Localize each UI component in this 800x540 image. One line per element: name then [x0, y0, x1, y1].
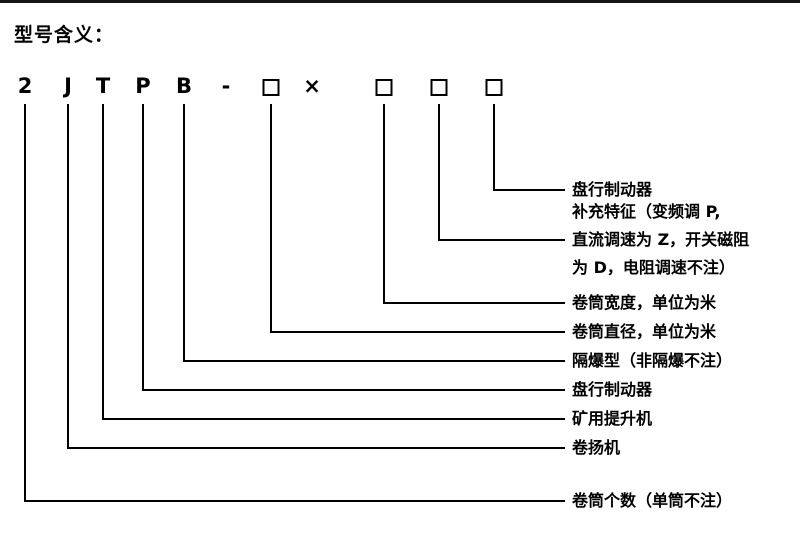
connector-mine-hoist: [102, 104, 565, 420]
connector-winch: [67, 104, 565, 449]
diagram-title: 型号含义：: [14, 24, 115, 46]
connector-drum-width: [383, 104, 565, 304]
placeholder-box-feature: [430, 79, 448, 96]
connector-drum-count: [24, 104, 565, 502]
connector-disc-brake: [142, 104, 565, 391]
label-drum-width: 卷筒宽度，单位为米: [572, 293, 717, 312]
placeholder-box-diameter: [262, 79, 280, 96]
placeholder-box-brake: [485, 79, 503, 96]
connector-explosion-proof: [183, 104, 565, 362]
top-border-line: [0, 0, 800, 3]
label-drum-diameter: 卷筒直径，单位为米: [572, 322, 717, 341]
code-char-drum-count: 2: [17, 74, 33, 98]
placeholder-box-width: [375, 79, 393, 96]
code-char-brake: P: [135, 74, 151, 98]
connector-drum-diameter: [270, 104, 565, 333]
label-mine-hoist: 矿用提升机: [572, 409, 653, 428]
connector-disc-brake-suffix: [493, 104, 565, 191]
connector-supplementary: [438, 104, 565, 241]
code-dash: -: [221, 74, 231, 98]
label-supplementary: 补充特征（变频调 P, 直流调速为 Z，开关磁阻 为 D，电阻调速不注）: [572, 202, 750, 277]
label-explosion-proof: 隔爆型（非隔爆不注）: [572, 351, 733, 370]
code-times-sign: ×: [303, 74, 321, 98]
code-char-explosion: B: [175, 74, 193, 98]
label-disc-brake-suffix: 盘行制动器: [572, 180, 653, 199]
label-winch: 卷扬机: [572, 438, 621, 457]
code-char-winch: J: [64, 74, 72, 98]
code-char-hoist: T: [95, 74, 111, 98]
label-drum-count: 卷筒个数（单筒不注）: [572, 491, 733, 510]
label-disc-brake: 盘行制动器: [572, 380, 653, 399]
